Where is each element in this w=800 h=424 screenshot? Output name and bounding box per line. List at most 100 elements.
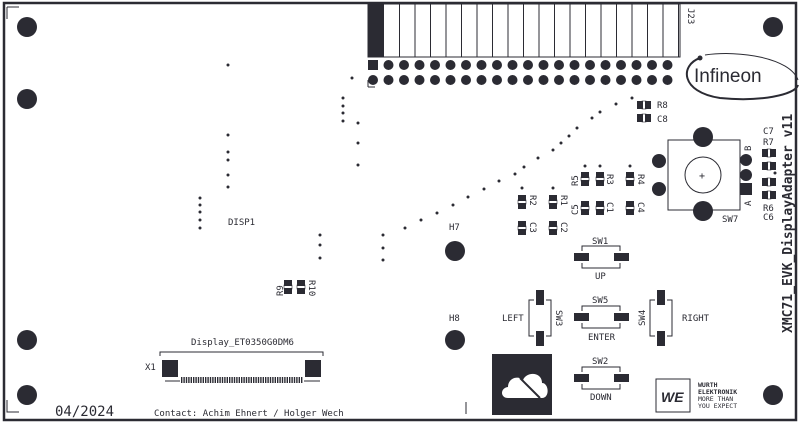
- via: [341, 111, 345, 115]
- fpc-pin: [231, 377, 233, 383]
- smd-pad: [626, 209, 634, 215]
- board-date: 04/2024: [55, 404, 114, 420]
- pad-outline: [766, 161, 772, 171]
- header-pin: [523, 75, 533, 85]
- via: [226, 150, 230, 154]
- header-pin: [461, 75, 471, 85]
- via: [567, 134, 571, 138]
- board-contact: Contact: Achim Ehnert / Holger Wech: [154, 409, 344, 419]
- switch-pad: [536, 290, 544, 305]
- header-pin: [600, 75, 611, 85]
- pad-outline: [625, 176, 635, 182]
- fpc-pin: [301, 377, 303, 383]
- via: [226, 185, 230, 189]
- smd-pad: [284, 280, 292, 286]
- smd-pad: [645, 101, 651, 109]
- smd-pad: [596, 201, 604, 207]
- switch-outline: [649, 299, 673, 337]
- header-pin: [538, 75, 549, 85]
- via: [356, 163, 360, 167]
- pad-outline: [517, 199, 527, 205]
- plus-icon: +: [699, 171, 705, 182]
- smd-pad: [297, 280, 305, 286]
- vias: [198, 63, 777, 262]
- fpc-pin: [245, 377, 248, 383]
- label-sw7: SW7: [722, 215, 738, 225]
- pad-outline: [296, 284, 306, 290]
- svg-text:MORE THAN: MORE THAN: [698, 395, 733, 403]
- via: [381, 233, 385, 237]
- fpc-pin: [267, 377, 269, 383]
- via: [341, 96, 345, 100]
- via: [559, 141, 563, 145]
- header-pin: [585, 75, 595, 85]
- label-c8: C8: [657, 115, 668, 125]
- label-c1: C1: [604, 202, 614, 213]
- header-pin: [430, 60, 440, 70]
- svg-text:WURTH: WURTH: [698, 381, 718, 389]
- fpc-pin: [243, 377, 245, 383]
- smd-pad: [770, 191, 776, 199]
- smd-pad: [549, 195, 557, 201]
- fpc-pin: [255, 377, 257, 383]
- header-pin: [554, 60, 564, 70]
- via: [497, 179, 501, 183]
- fpc-pin: [298, 377, 300, 383]
- smd-pad: [518, 195, 526, 201]
- via: [598, 110, 602, 114]
- fpc-pin: [195, 377, 197, 383]
- rotary-encoder-sw7: + B A SW7: [652, 127, 754, 225]
- via: [356, 141, 360, 145]
- header-pin: [585, 60, 595, 70]
- smd-pad: [762, 162, 768, 170]
- header-pin: [445, 75, 456, 85]
- smd-pad: [596, 209, 604, 215]
- label-r5: R5: [571, 175, 581, 186]
- label-r4: R4: [635, 174, 645, 185]
- mounting-hole: [763, 17, 783, 37]
- header-pin: [399, 75, 409, 85]
- switch-pad: [614, 253, 629, 261]
- smd-pad: [770, 149, 776, 157]
- label-sw5: SW5: [592, 296, 608, 306]
- wurth-logo: WE WURTH ELEKTRONIK MORE THAN YOU EXPECT: [655, 378, 737, 413]
- smd-pad: [637, 114, 643, 122]
- pad-outline: [641, 113, 647, 123]
- fpc-pin: [248, 377, 250, 383]
- header-pin-1: [368, 60, 378, 70]
- label-down: DOWN: [590, 393, 612, 403]
- fpc-pin: [291, 377, 293, 383]
- fpc-pin: [257, 377, 260, 383]
- label-disp1: DISP1: [228, 218, 255, 228]
- switch-outline: [528, 299, 552, 337]
- label-up: UP: [595, 272, 606, 282]
- smd-pad: [518, 203, 526, 209]
- switch-pad: [657, 290, 665, 305]
- svg-text:ELEKTRONIK: ELEKTRONIK: [698, 388, 737, 396]
- pad-outline: [595, 205, 605, 211]
- pad-outline: [548, 225, 558, 231]
- header-pin: [476, 75, 487, 85]
- switch-outline: [581, 305, 621, 329]
- fpc-pin: [272, 377, 274, 383]
- switch-pad: [657, 331, 665, 346]
- header-pin: [662, 60, 673, 70]
- via: [198, 210, 202, 214]
- fpc-pin: [233, 377, 236, 383]
- smd-pad: [581, 201, 589, 207]
- header-pin: [631, 60, 642, 70]
- fpc-pin: [221, 377, 224, 383]
- fpc-pin: [236, 377, 238, 383]
- fpc-pin: [277, 377, 279, 383]
- mounting-hole: [445, 241, 465, 261]
- header-pin: [492, 60, 502, 70]
- fpc-pin: [229, 377, 231, 383]
- via: [403, 226, 407, 230]
- svg-text:YOU EXPECT: YOU EXPECT: [698, 402, 737, 410]
- connector-x1: [159, 351, 324, 383]
- header-pin: [430, 75, 440, 85]
- fpc-pin: [212, 377, 214, 383]
- switch-outline: [581, 245, 621, 269]
